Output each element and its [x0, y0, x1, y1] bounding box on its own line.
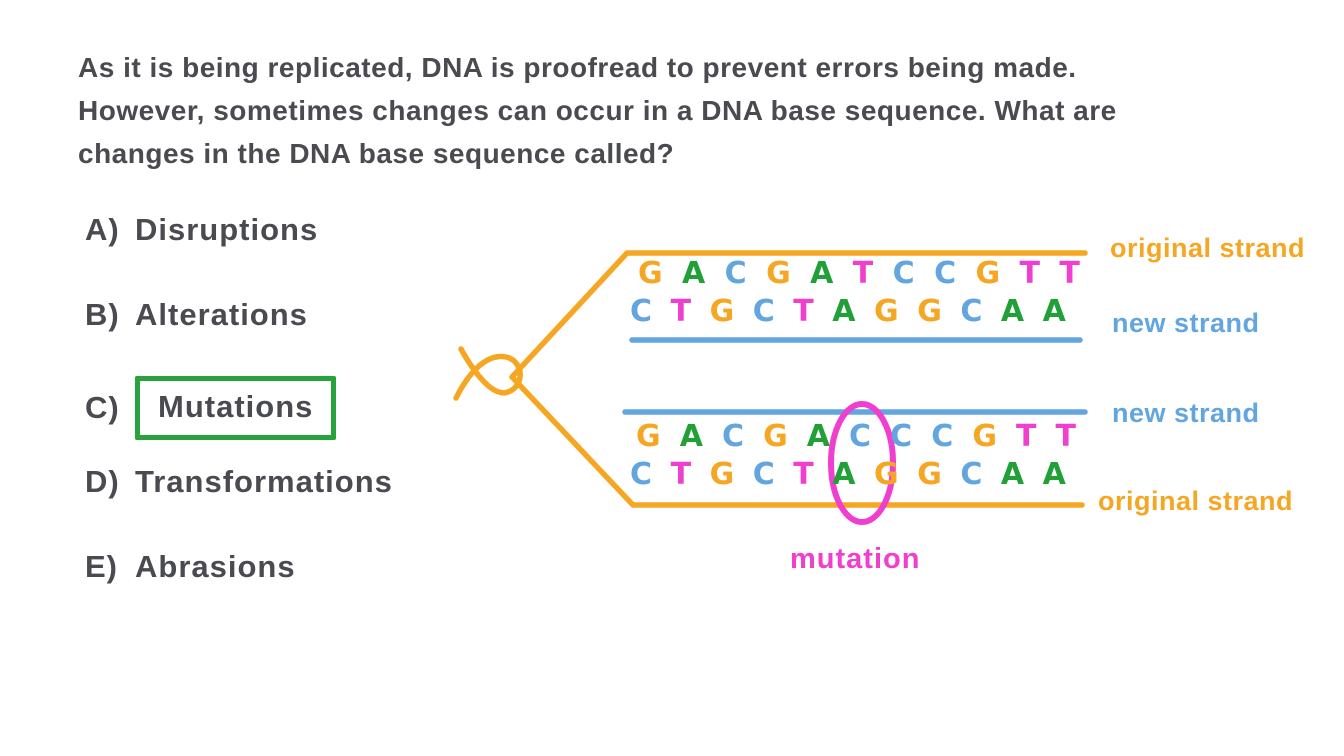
- helix-knot-icon: [453, 346, 523, 401]
- base-letter: C: [960, 457, 983, 492]
- base-letter: A: [682, 256, 706, 291]
- base-letter: A: [1000, 457, 1025, 492]
- base-letter: A: [1000, 294, 1025, 329]
- base-letter: G: [975, 256, 1001, 291]
- base-letter: T: [1055, 419, 1076, 454]
- option-key: C): [85, 390, 120, 425]
- base-letter: C: [960, 294, 983, 329]
- base-letter: C: [630, 457, 653, 492]
- base-letter: G: [709, 294, 735, 329]
- base-letter: C: [849, 419, 872, 454]
- option-key: D): [85, 464, 120, 499]
- option-b[interactable]: B) Alterations: [85, 297, 308, 333]
- base-letter: G: [874, 457, 899, 492]
- base-letter: A: [1042, 294, 1066, 329]
- base-letter: A: [1042, 457, 1066, 492]
- base-letter: G: [917, 457, 942, 492]
- base-letter: C: [934, 256, 957, 291]
- option-key: E): [85, 549, 118, 584]
- top-new-strand-label: new strand: [1112, 308, 1260, 338]
- base-letter: G: [766, 256, 791, 291]
- option-key: A): [85, 212, 120, 247]
- base-letter: A: [832, 294, 856, 329]
- base-letter: A: [832, 457, 856, 492]
- question-line: changes in the DNA base sequence called?: [78, 138, 675, 169]
- base-letter: T: [670, 294, 692, 329]
- base-letter: G: [917, 294, 942, 329]
- base-letter: C: [721, 419, 744, 454]
- option-label: Abrasions: [135, 549, 296, 584]
- base-letter: G: [636, 419, 661, 454]
- base-letter: C: [931, 419, 954, 454]
- option-e[interactable]: E) Abrasions: [85, 549, 296, 585]
- base-letter: C: [752, 457, 775, 492]
- base-letter: C: [630, 294, 653, 329]
- base-letter: G: [972, 419, 997, 454]
- base-letter: G: [709, 457, 735, 492]
- base-letter: A: [810, 256, 834, 291]
- mutation-caption: mutation: [790, 543, 921, 575]
- option-c[interactable]: C) Mutations: [85, 376, 337, 440]
- base-letter: T: [793, 294, 814, 329]
- top-original-strand-label: original strand: [1110, 233, 1306, 263]
- base-letter: T: [1059, 256, 1080, 291]
- option-key: B): [85, 297, 120, 332]
- base-letter: C: [892, 256, 915, 291]
- question-text: As it is being replicated, DNA is proofr…: [78, 46, 1258, 175]
- base-letter: T: [1019, 256, 1040, 291]
- base-letter: G: [763, 419, 788, 454]
- base-letter: A: [806, 419, 830, 454]
- option-label: Transformations: [135, 464, 393, 499]
- base-letter: G: [638, 256, 663, 291]
- base-letter: T: [852, 256, 874, 291]
- option-a[interactable]: A) Disruptions: [85, 212, 318, 248]
- base-letter: C: [752, 294, 775, 329]
- bottom-new-strand-label: new strand: [1112, 398, 1260, 428]
- option-d[interactable]: D) Transformations: [85, 464, 393, 500]
- base-letter: A: [679, 419, 703, 454]
- correct-answer-box: Mutations: [135, 376, 337, 440]
- option-label: Mutations: [158, 389, 314, 424]
- base-letter: T: [793, 457, 814, 492]
- question-line: As it is being replicated, DNA is proofr…: [78, 52, 1077, 83]
- base-letter: G: [874, 294, 899, 329]
- base-letter: C: [890, 419, 913, 454]
- base-letter: T: [1016, 419, 1037, 454]
- bottom-original-strand-label: original strand: [1098, 486, 1294, 516]
- option-label: Disruptions: [135, 212, 319, 247]
- base-letter: C: [724, 256, 747, 291]
- base-letter: T: [670, 457, 692, 492]
- option-label: Alterations: [135, 297, 308, 332]
- question-line: However, sometimes changes can occur in …: [78, 95, 1117, 126]
